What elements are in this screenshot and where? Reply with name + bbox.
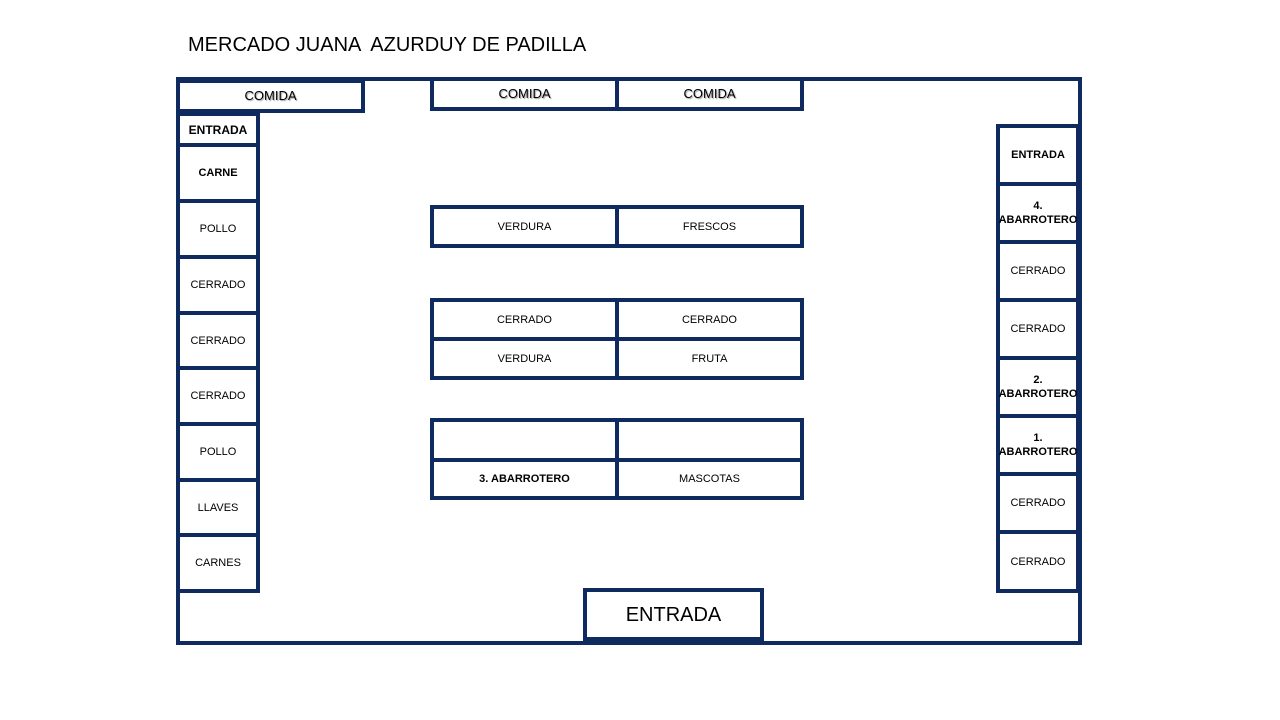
stall-carne: CARNE xyxy=(176,143,260,203)
stall-mascotas: MASCOTAS xyxy=(615,458,804,500)
stall-fruta: FRUTA xyxy=(615,337,804,380)
stall-comida-3: COMIDA xyxy=(615,77,804,111)
stall-comida-1: COMIDA xyxy=(176,79,365,113)
stall-cerrado-left-2: CERRADO xyxy=(176,311,260,371)
stall-verdura-2: VERDURA xyxy=(430,337,619,380)
stall-comida-2: COMIDA xyxy=(430,77,619,111)
stall-pollo-1: POLLO xyxy=(176,199,260,259)
stall-abarrotero-1: 1. ABARROTERO xyxy=(996,414,1080,476)
bottom-entrance: ENTRADA xyxy=(583,588,764,641)
stall-cerrado-center-1: CERRADO xyxy=(430,298,619,341)
stall-llaves: LLAVES xyxy=(176,478,260,538)
stall-cerrado-center-2: CERRADO xyxy=(615,298,804,341)
stall-frescos: FRESCOS xyxy=(615,205,804,248)
stall-abarrotero-2: 2. ABARROTERO xyxy=(996,356,1080,418)
stall-empty-1 xyxy=(430,418,619,462)
stall-carnes: CARNES xyxy=(176,533,260,593)
stall-cerrado-right-2: CERRADO xyxy=(996,298,1080,360)
stall-abarrotero-4: 4. ABARROTERO xyxy=(996,182,1080,244)
stall-cerrado-left-3: CERRADO xyxy=(176,366,260,426)
stall-abarrotero-3: 3. ABARROTERO xyxy=(430,458,619,500)
page-title: MERCADO JUANA AZURDUY DE PADILLA xyxy=(188,34,587,56)
stall-verdura-1: VERDURA xyxy=(430,205,619,248)
right-entrance: ENTRADA xyxy=(996,124,1080,186)
stall-cerrado-right-1: CERRADO xyxy=(996,240,1080,302)
stall-empty-2 xyxy=(615,418,804,462)
left-entrance: ENTRADA xyxy=(176,112,260,147)
stall-pollo-2: POLLO xyxy=(176,422,260,482)
stall-cerrado-right-3: CERRADO xyxy=(996,472,1080,534)
stall-cerrado-right-4: CERRADO xyxy=(996,530,1080,593)
stall-cerrado-left-1: CERRADO xyxy=(176,255,260,315)
